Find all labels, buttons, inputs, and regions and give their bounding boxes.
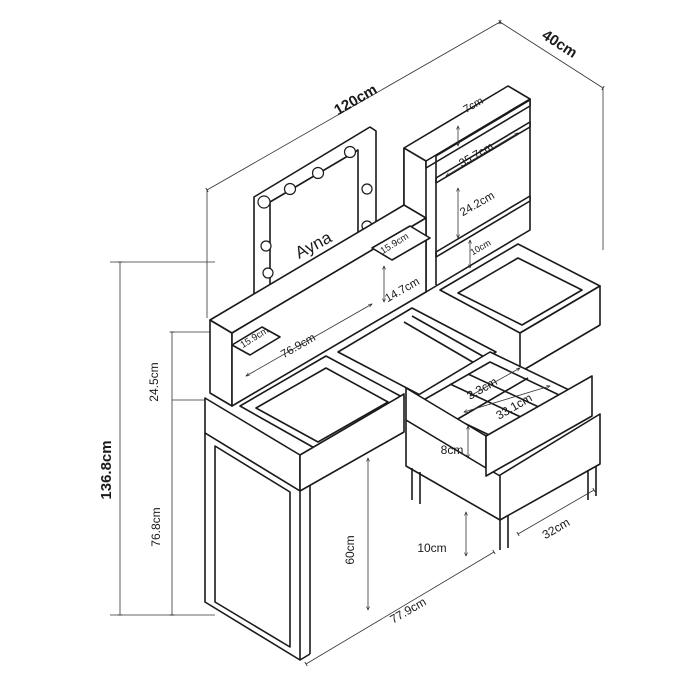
left-desk: 60cm 77.9cm (204, 355, 496, 667)
depth-dimension-line (498, 19, 605, 91)
bulb-icon (311, 166, 325, 180)
bulb-icon (343, 145, 357, 159)
depth-label: 40cm (539, 27, 580, 62)
drawer-depth-label: 8cm (441, 443, 464, 457)
leg-height-label: 60cm (343, 535, 357, 564)
right-drawer-box (457, 257, 583, 326)
shelf-width-line (446, 133, 518, 176)
left-drawer-front (299, 393, 405, 492)
bulb-icon (361, 183, 373, 195)
width-dimension-line (205, 19, 502, 193)
right-drawer-front (519, 285, 601, 373)
mirror-base-width-line (246, 303, 372, 377)
desk-width-line (304, 549, 496, 667)
upper-cabinet: 15.9cm 15.9cm 14.7cm 76.9cm (209, 204, 431, 407)
drawer-width-label: 32cm (540, 515, 572, 542)
desk-width-label: 77.9cm (387, 595, 428, 627)
drawer-leg-height-label: 10cm (417, 541, 446, 555)
center-well-rail (411, 315, 487, 359)
drawer-width-line (516, 487, 596, 537)
left-drawer-box (255, 367, 389, 443)
total-height-label: 136.8cm (98, 440, 115, 499)
tray-width-line (464, 386, 550, 412)
right-drawer-unit: 3.3cm 33.1cm 8cm 10cm 32cm (405, 351, 601, 556)
center-well-rail (403, 321, 477, 365)
upper-left-side (209, 319, 233, 407)
left-frame-foot (299, 653, 311, 661)
desk-height-label: 76.8cm (149, 507, 163, 546)
upper-height-label: 24.5cm (147, 362, 161, 401)
open-drawer-front (485, 375, 593, 477)
left-frame-opening (214, 445, 291, 648)
right-side-shelf (371, 225, 431, 261)
bulb-icon (283, 182, 297, 196)
bulb-icon (262, 267, 274, 279)
bulb-icon (257, 195, 271, 209)
bulb-icon (260, 240, 272, 252)
width-label: 120cm (331, 81, 380, 119)
right-upper-drawer (439, 243, 601, 373)
